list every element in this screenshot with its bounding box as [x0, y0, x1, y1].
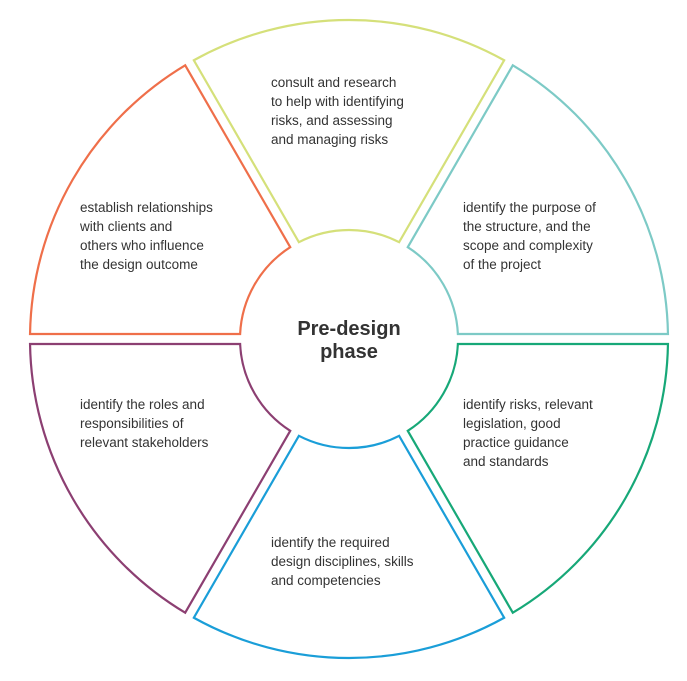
segment-top-right	[406, 63, 670, 336]
segment-bottom	[192, 434, 506, 660]
segment-top-left	[28, 63, 292, 336]
segment-bottom-right	[406, 342, 670, 615]
segment-text-top: consult and research to help with identi…	[271, 75, 404, 147]
segment-bottom-left	[28, 342, 292, 615]
segment-text-top-left: establish relationships with clients and…	[80, 200, 213, 272]
segment-text-bottom-left: identify the roles and responsibilities …	[80, 397, 209, 450]
segment-text-top-right: identify the purpose of the structure, a…	[463, 200, 596, 272]
segment-top	[192, 18, 506, 244]
segment-text-bottom: identify the required design disciplines…	[271, 535, 414, 588]
center-title-line2: phase	[320, 341, 378, 363]
center-title: Pre-design phase	[249, 318, 449, 364]
segment-text-bottom-right: identify risks, relevant legislation, go…	[463, 397, 593, 469]
center-title-line1: Pre-design	[297, 318, 401, 340]
